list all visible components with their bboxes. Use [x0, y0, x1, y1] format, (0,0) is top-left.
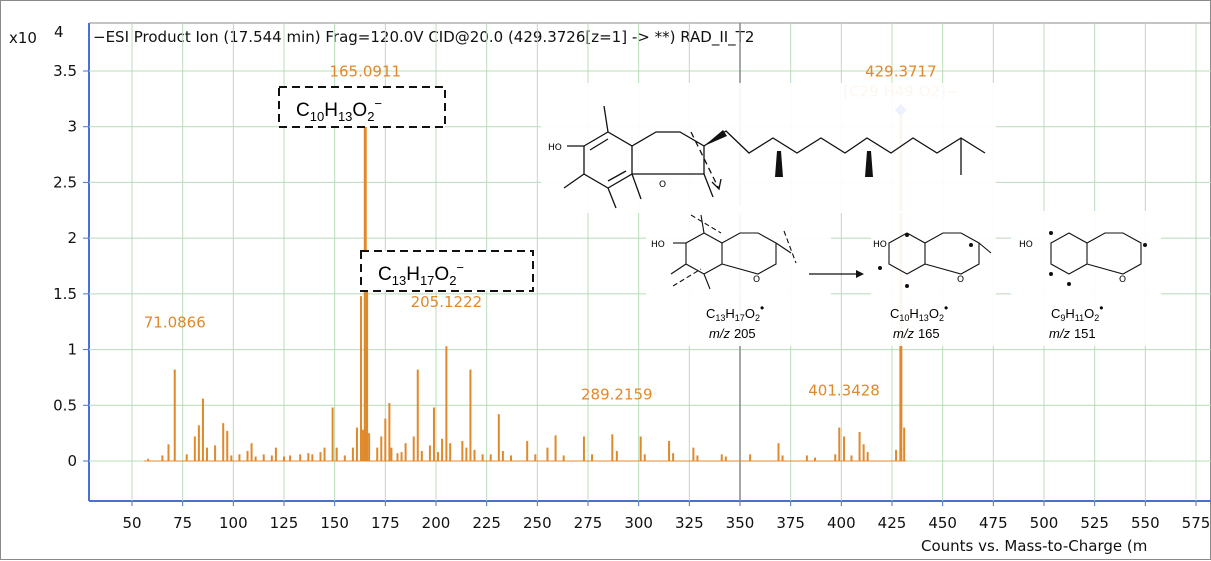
peak-label: 289.2159: [581, 386, 653, 404]
svg-text:HO: HO: [1019, 240, 1033, 250]
y-tick-label: 0: [67, 452, 77, 470]
x-tick-label: 125: [270, 514, 299, 532]
y-tick-label: 3: [67, 118, 77, 136]
x-tick-label: 50: [122, 514, 141, 532]
x-axis-label: Counts vs. Mass-to-Charge (m: [921, 537, 1147, 555]
y-tick-label: 1.5: [53, 285, 77, 303]
x-tick-label: 325: [675, 514, 704, 532]
svg-text:C13H17O2•: C13H17O2•: [706, 301, 764, 323]
x-tick-label: 475: [979, 514, 1008, 532]
peak-bars: [144, 93, 907, 462]
svg-text:O: O: [1119, 275, 1126, 285]
chart-title: −ESI Product Ion (17.544 min) Frag=120.0…: [93, 28, 754, 47]
x-tick-label: 100: [219, 514, 248, 532]
y-exponent-label: x10: [9, 29, 37, 47]
peak-label: 401.3428: [808, 381, 880, 399]
svg-text:O: O: [659, 180, 666, 190]
x-tick-label: 450: [928, 514, 957, 532]
y-tick-label: 3.5: [53, 62, 77, 80]
svg-text:HO: HO: [651, 240, 665, 250]
formula-box-c10h13o2: C10H13O2−: [278, 86, 446, 128]
x-tick-label: 500: [1030, 514, 1059, 532]
peak-label: 71.0866: [144, 313, 206, 331]
y-tick-label: 0.5: [53, 396, 77, 414]
x-tick-label: 550: [1131, 514, 1160, 532]
x-tick-label: 525: [1080, 514, 1109, 532]
peak-label: 165.0911: [329, 63, 401, 81]
y-tick-label: 2.5: [53, 173, 77, 191]
svg-text:C10H13O2•: C10H13O2•: [890, 301, 948, 323]
svg-text:HO: HO: [873, 240, 887, 250]
svg-text:C10H13O2−: C10H13O2−: [296, 96, 382, 124]
tocopherol-structure: HO O: [541, 83, 996, 213]
peak-label: 205.1222: [411, 293, 483, 311]
x-tick-label: 425: [878, 514, 907, 532]
svg-text:HO: HO: [548, 143, 562, 153]
x-tick-label: 400: [827, 514, 856, 532]
x-tick-label: 350: [726, 514, 755, 532]
x-tick-label: 150: [320, 514, 349, 532]
x-tick-label: 275: [574, 514, 603, 532]
formula-box-c13h17o2: C13H17O2−: [360, 250, 534, 292]
x-tick-labels: 50 75 100 125 150 175 200 225 250 275 300 325 350 375…: [122, 514, 1210, 532]
x-tick-label: 575: [1182, 514, 1211, 532]
x-tick-label: 200: [422, 514, 451, 532]
x-tick-label: 75: [173, 514, 192, 532]
svg-text:O: O: [957, 275, 964, 285]
y-exponent-power: 4: [54, 23, 64, 41]
peak-label: 429.3717: [865, 63, 937, 81]
fragment-arrowhead: [856, 270, 864, 278]
svg-text:O: O: [753, 275, 760, 285]
svg-text:C13H17O2−: C13H17O2−: [378, 260, 464, 288]
y-tick-labels: 0 0.5 1 1.5 2 2.5 3 3.5: [53, 62, 77, 470]
y-tick-label: 1: [67, 341, 77, 359]
svg-text:C9H11O2•: C9H11O2•: [1051, 301, 1103, 323]
x-tick-label: 300: [624, 514, 653, 532]
x-tick-label: 250: [523, 514, 552, 532]
y-tick-label: 2: [67, 229, 77, 247]
x-tick-label: 175: [371, 514, 400, 532]
x-tick-label: 225: [472, 514, 501, 532]
x-tick-label: 375: [776, 514, 805, 532]
